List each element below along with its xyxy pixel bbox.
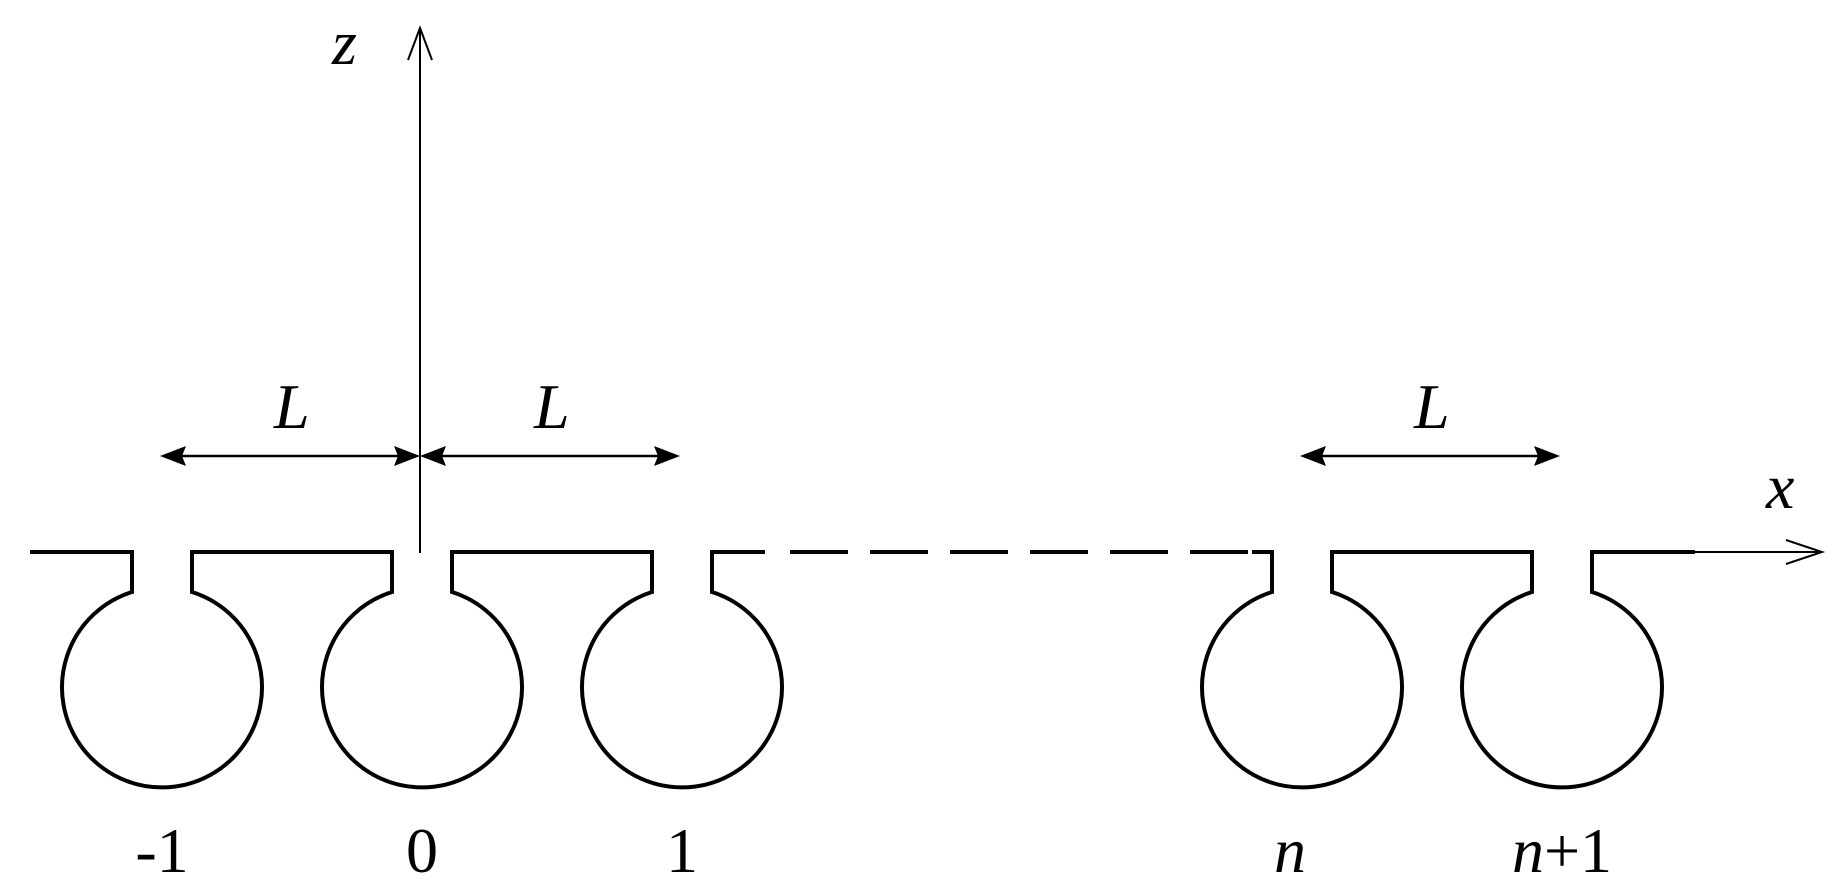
spacing-label: L (1413, 371, 1450, 442)
spacing-label: L (273, 371, 310, 442)
spacing-arrowhead-right (654, 446, 680, 466)
x-axis: x (1695, 451, 1826, 565)
spacing-arrowhead-right (394, 446, 420, 466)
spacing-arrowhead-left (160, 446, 186, 466)
spacing-dimension-middle: L (420, 371, 680, 466)
resonator-surface-right (1200, 550, 1695, 790)
spacing-arrowhead-right (1534, 446, 1560, 466)
resonator-label: 1 (666, 815, 698, 886)
resonator-labels: -1 0 1 n n+1 (135, 815, 1612, 886)
spacing-label: L (533, 371, 570, 442)
z-axis-label: z (331, 7, 357, 78)
spacing-dimension-left: L (160, 371, 420, 466)
x-axis-label: x (1765, 451, 1794, 522)
resonator-label: n (1274, 815, 1306, 886)
spacing-arrowhead-left (420, 446, 446, 466)
spacing-arrowhead-left (1300, 446, 1326, 466)
spacing-dimension-right: L (1300, 371, 1560, 466)
z-axis-arrowhead (407, 25, 433, 61)
resonator-label-italic-part: n (1512, 815, 1544, 886)
x-axis-arrowhead (1785, 539, 1826, 565)
resonator-label: -1 (135, 815, 188, 886)
z-axis: z (331, 7, 433, 553)
resonator-label: n+1 (1512, 815, 1612, 886)
resonator-surface-left (30, 550, 784, 790)
resonator-label: 0 (406, 815, 438, 886)
resonator-label-plain-part: +1 (1544, 815, 1612, 886)
